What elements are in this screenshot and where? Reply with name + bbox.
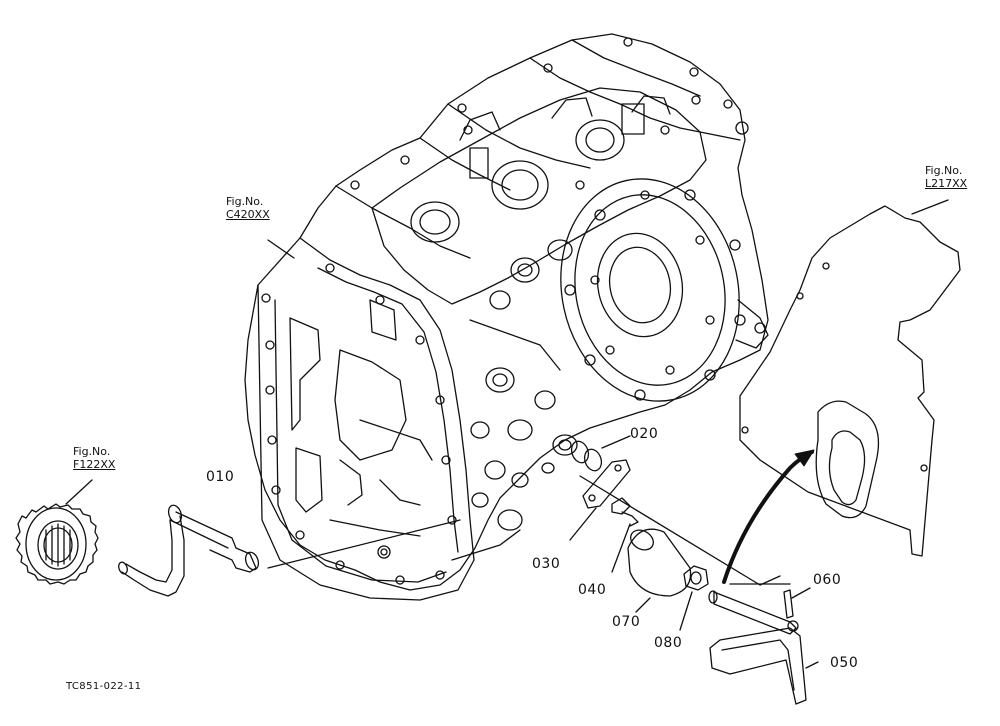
fig-ref-f122xx: Fig.No. F122XX — [73, 445, 116, 471]
fig-ref-code: F122XX — [73, 457, 116, 471]
fig-ref-code: L217XX — [925, 176, 968, 190]
fig-ref-c420xx: Fig.No. C420XX — [226, 195, 270, 221]
part-070-knob — [627, 528, 692, 613]
assembly-arrow — [722, 449, 815, 584]
part-label-040: 040 — [578, 582, 607, 598]
leader-l217xx — [911, 199, 949, 215]
part-030-plate — [569, 459, 631, 541]
part-040-bolt — [611, 497, 639, 573]
fig-ref-l217xx: Fig.No. L217XX — [925, 164, 968, 190]
leader-c420xx — [267, 239, 295, 259]
fig-ref-caption: Fig.No. — [226, 195, 264, 208]
part-label-080: 080 — [654, 635, 683, 651]
part-020-orings — [570, 435, 631, 472]
footer-code: TC851-022-11 — [66, 681, 142, 692]
part-050-lever — [708, 590, 819, 705]
part-010-shaft — [118, 504, 461, 597]
part-label-070: 070 — [612, 614, 641, 630]
bracket-panel — [739, 205, 961, 557]
part-label-060: 060 — [813, 572, 842, 588]
leader-f122xx — [65, 479, 93, 505]
transmission-case — [244, 33, 769, 601]
gear-drawing — [15, 503, 99, 585]
part-label-010: 010 — [206, 469, 235, 485]
part-label-020: 020 — [630, 426, 659, 442]
part-label-050: 050 — [830, 655, 859, 671]
part-label-030: 030 — [532, 556, 561, 572]
part-080-nut — [679, 565, 709, 631]
fig-ref-caption: Fig.No. — [925, 164, 963, 177]
fig-ref-caption: Fig.No. — [73, 445, 111, 458]
part-060-pin — [783, 587, 811, 619]
fig-ref-code: C420XX — [226, 207, 270, 221]
